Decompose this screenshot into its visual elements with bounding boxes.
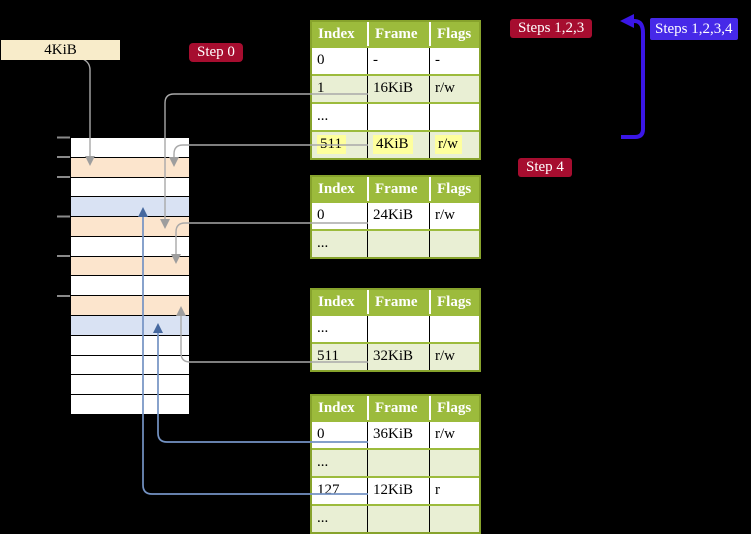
memory-address-ticks [57, 136, 70, 297]
column-header: Index [318, 400, 355, 416]
table-cell [429, 316, 479, 342]
table-cell: 0 [317, 426, 325, 442]
table-cell [367, 450, 429, 476]
table-cell [367, 104, 429, 130]
memory-row-white [71, 375, 189, 396]
table-cell [429, 104, 479, 130]
table-row: ... [312, 448, 479, 476]
table-cell: ... [317, 235, 329, 251]
table-row: ... [312, 102, 479, 130]
table-cell [367, 231, 429, 257]
table-cell: ... [317, 454, 329, 470]
highlighted-value: 4KiB [373, 135, 413, 154]
memory-row-white [71, 355, 189, 376]
column-header: Frame [367, 177, 429, 201]
table-cell: ... [317, 510, 329, 526]
table-cell: 1 [317, 80, 325, 96]
column-header: Index [318, 181, 355, 197]
column-header: Flags [429, 396, 479, 420]
table-cell: 0 [317, 52, 325, 68]
table-cell: 32KiB [367, 344, 429, 370]
table-cell: 36KiB [367, 422, 429, 448]
table-cell: 127 [317, 482, 340, 498]
table-cell [429, 231, 479, 257]
memory-row-white [71, 395, 189, 414]
table-cell: r/w [429, 132, 479, 158]
table-cell: r/w [429, 76, 479, 102]
table-cell: 16KiB [367, 76, 429, 102]
highlighted-value: 511 [317, 135, 346, 154]
table-cell: 24KiB [367, 203, 429, 229]
column-header: Index [318, 294, 355, 310]
steps-1234-badge: Steps 1,2,3,4 [650, 18, 738, 40]
memory-row-blue [71, 316, 189, 336]
column-header: Flags [429, 290, 479, 314]
table-row: 511 4KiB r/w [312, 130, 479, 158]
memory-row-white [71, 335, 189, 356]
column-header: Index [318, 26, 355, 42]
table-cell: ... [317, 108, 329, 124]
table-cell: r/w [429, 422, 479, 448]
memory-row-blue [71, 197, 189, 218]
page-size-label: 4KiB [1, 40, 120, 60]
memory-row-white [71, 177, 189, 198]
table-cell: r [429, 478, 479, 504]
memory-row-white [71, 138, 189, 158]
table-cell [367, 506, 429, 532]
table-cell: - [367, 48, 429, 74]
table-row: 0 -- [312, 46, 479, 74]
steps-123-badge: Steps 1,2,3 [510, 19, 593, 38]
memory-column [70, 137, 190, 415]
memory-row-peach [71, 217, 189, 237]
table-row: ... [312, 314, 479, 342]
step-0-badge: Step 0 [189, 43, 243, 62]
memory-row-white [71, 236, 189, 257]
step-4-badge: Step 4 [518, 158, 572, 177]
table-cell: 12KiB [367, 478, 429, 504]
column-header: Flags [429, 22, 479, 46]
memory-row-peach [71, 157, 189, 178]
memory-row-peach [71, 256, 189, 277]
highlighted-value: r/w [435, 135, 462, 154]
memory-row-peach [71, 296, 189, 317]
column-header: Frame [367, 290, 429, 314]
column-header: Frame [367, 396, 429, 420]
table-row: ... [312, 229, 479, 257]
table-cell: ... [317, 320, 329, 336]
table-cell: 511 [312, 132, 367, 158]
column-header: Flags [429, 177, 479, 201]
table-cell [367, 316, 429, 342]
column-header: Frame [367, 22, 429, 46]
table-cell: r/w [429, 203, 479, 229]
table-cell: 0 [317, 207, 325, 223]
table-row: ... [312, 504, 479, 532]
table-cell [429, 506, 479, 532]
table-cell [429, 450, 479, 476]
table-cell: r/w [429, 344, 479, 370]
table-cell: 511 [317, 348, 339, 364]
table-cell: - [429, 48, 479, 74]
memory-row-white [71, 276, 189, 297]
table-cell: 4KiB [367, 132, 429, 158]
arrow-steps-loop [620, 14, 645, 139]
